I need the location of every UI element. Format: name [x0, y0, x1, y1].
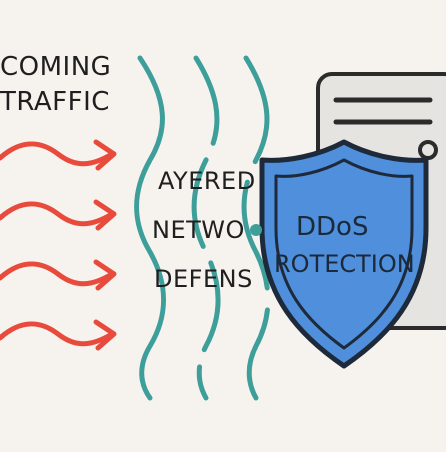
shield-icon	[259, 139, 429, 369]
incoming-traffic-label-line2: TRAFFIC	[0, 87, 110, 117]
layered-defense-label-line3: DEFENS	[154, 265, 253, 293]
shield-label-line1: DDoS	[296, 212, 369, 242]
traffic-arrow-icon	[0, 319, 117, 351]
defense-wave-icon	[241, 55, 271, 401]
traffic-arrow-icon	[0, 259, 117, 291]
layered-defense-label-line1: AYERED	[158, 167, 256, 195]
incoming-traffic-label-line1: COMING	[0, 52, 112, 82]
defense-waves	[134, 55, 271, 401]
traffic-arrows	[0, 139, 117, 351]
defense-wave-icon	[191, 55, 221, 401]
traffic-arrow-icon	[0, 139, 117, 171]
traffic-arrow-icon	[0, 199, 117, 231]
connector-dot	[250, 224, 262, 236]
defense-wave-icon	[134, 55, 166, 401]
shield-label-line2: ROTECTION	[274, 250, 415, 278]
layered-defense-label-line2: NETWO	[152, 216, 245, 244]
